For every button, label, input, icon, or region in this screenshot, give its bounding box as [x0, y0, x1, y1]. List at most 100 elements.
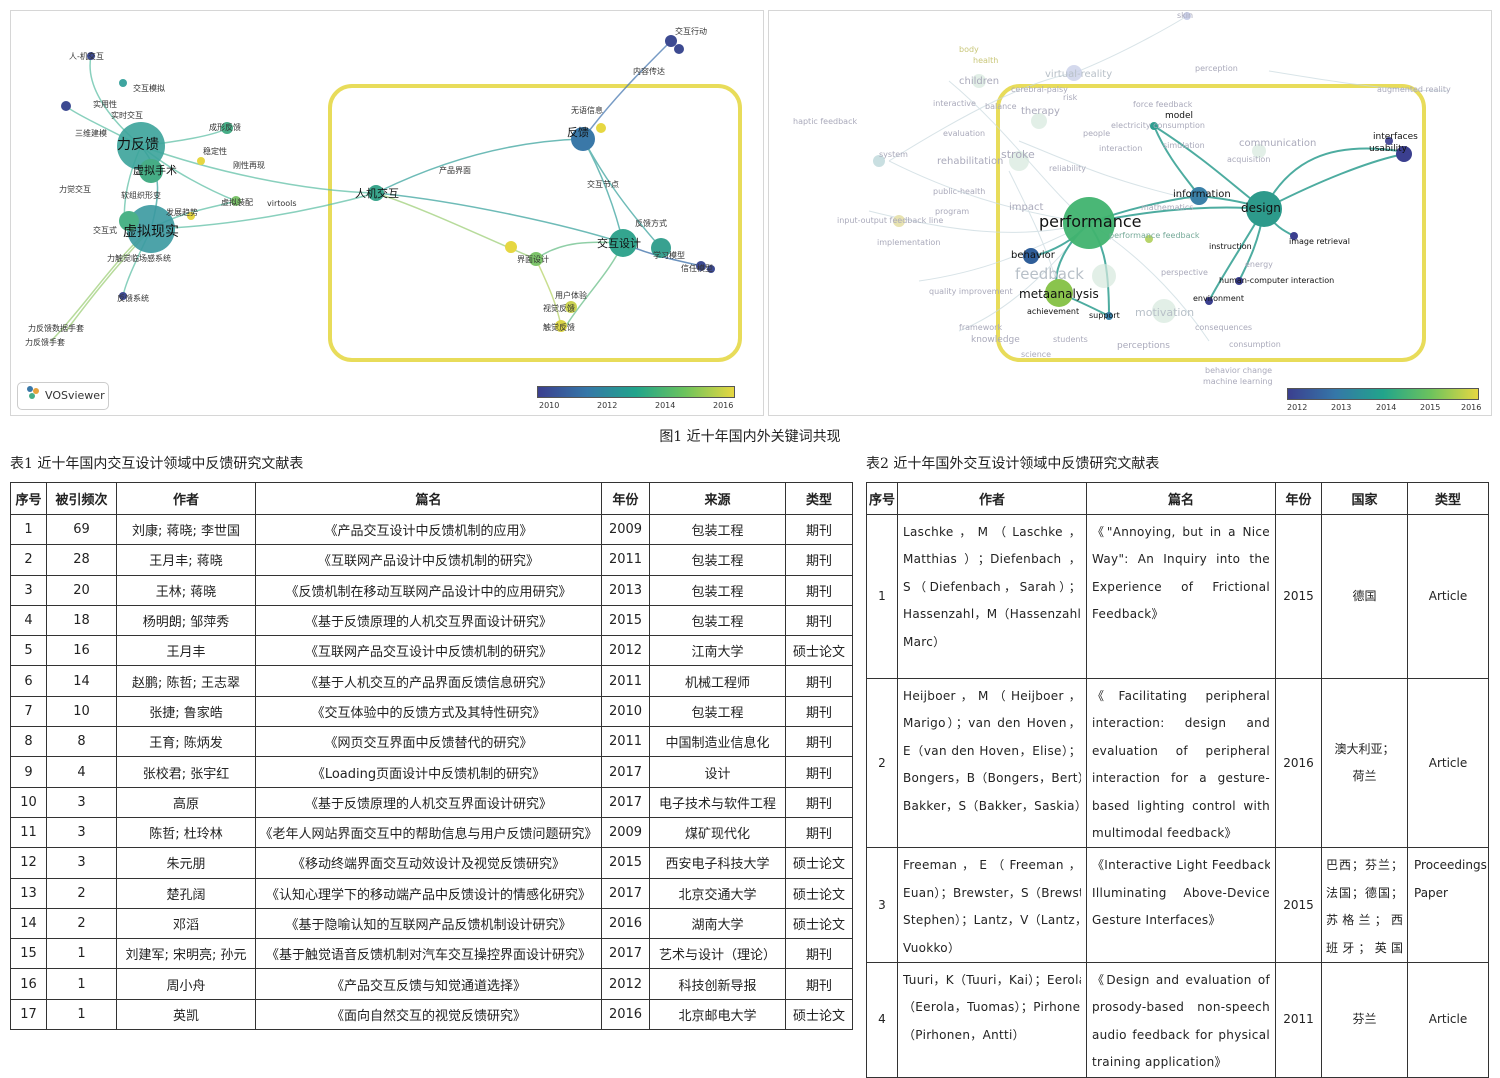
- table-cell: 煤矿现代化: [649, 816, 786, 849]
- table-cell: 2016: [601, 998, 650, 1031]
- table-cell: 《基于反馈原理的人机交互界面设计研究》: [255, 604, 602, 637]
- keyword-label: acquisition: [1227, 155, 1271, 164]
- keyword-label: 人-机交互: [69, 52, 104, 61]
- type-line: Proceedings: [1414, 858, 1487, 873]
- keyword-label: 虚拟现实: [123, 224, 179, 240]
- table-cell: 《移动终端界面交互动效设计及视觉反馈研究》: [255, 847, 602, 879]
- table-cell: 周小舟: [116, 968, 256, 1000]
- title-line: multimodal feedback》: [1092, 826, 1237, 841]
- keyword-label: 人机交互: [355, 187, 399, 200]
- table-cell: 北京邮电大学: [649, 998, 786, 1031]
- table-cell: 邓滔: [116, 907, 256, 940]
- keyword-label: program: [935, 207, 970, 216]
- keyword-label: interactive: [933, 99, 976, 108]
- keyword-label: quality improvement: [929, 287, 1013, 296]
- keyword-label: 视觉反馈: [543, 304, 575, 313]
- table-cell: 2017: [601, 938, 650, 970]
- row-number-cell: 2: [866, 677, 898, 849]
- table-cell: 11: [10, 816, 47, 849]
- table-cell: 《基于隐喻认知的互联网产品反馈机制设计研究》: [255, 907, 602, 940]
- table-cell: 17: [10, 998, 47, 1031]
- keyword-label: 用户体验: [555, 291, 587, 300]
- title-cell: 《Interactive Light Feedback:Illuminating…: [1086, 847, 1276, 964]
- title-line: interaction for a gesture-: [1092, 771, 1270, 786]
- author-line: Bakker，S（Bakker，Saskia）: [903, 798, 1081, 813]
- table-cell: 2015: [601, 604, 650, 637]
- table-cell: 硕士论文: [785, 998, 853, 1031]
- row-number-cell: 4: [866, 962, 898, 1078]
- keyword-label: instruction: [1209, 242, 1252, 251]
- table-cell: 刘建军; 宋明亮; 孙元: [116, 938, 256, 970]
- table-cell: 期刊: [785, 695, 853, 728]
- table-cell: 期刊: [785, 786, 853, 818]
- author-line: Freeman，E（Freeman，: [903, 858, 1081, 873]
- table-cell: 期刊: [785, 756, 853, 788]
- country-line: 法国；德国；: [1326, 885, 1403, 900]
- year-color-legend: 2012 2013 2014 2015 2016: [1287, 388, 1481, 416]
- table-cell: 13: [10, 877, 47, 909]
- vos-network-domestic: 人-机交互 交互模拟 实用性 实时交互 三维建模 力反馈 成形反馈 稳定性 虚拟…: [10, 10, 764, 416]
- table-cell: 3: [46, 786, 117, 818]
- author-line: Vuokko）: [903, 940, 961, 955]
- keyword-label: implementation: [877, 238, 941, 247]
- keyword-label: health: [973, 56, 999, 65]
- table-cell: 《反馈机制在移动互联网产品设计中的应用研究》: [255, 574, 602, 606]
- author-cell: Tuuri，K（Tuuri，Kai）；Eerola，T（Eerola，Tuoma…: [897, 962, 1087, 1078]
- keyword-label: machine learning: [1203, 377, 1273, 386]
- table-cell: 《Loading页面设计中反馈机制的研究》: [255, 756, 602, 788]
- keyword-label: science: [1021, 350, 1052, 359]
- country-line: 班牙；英国: [1326, 940, 1403, 955]
- type-line: Article: [1428, 1012, 1468, 1027]
- keyword-label: 交互设计: [597, 237, 641, 250]
- year-cell: 2015: [1275, 514, 1322, 679]
- row-number-cell: 1: [866, 514, 898, 679]
- keyword-label: performance: [1039, 212, 1142, 231]
- table-header-row: 序号 作者 篇名 年份 国家 类型: [866, 482, 1489, 515]
- table-cell: 赵鹏; 陈哲; 王志翠: [116, 665, 256, 697]
- table-cell: 电子技术与软件工程: [649, 786, 786, 818]
- table-cell: 期刊: [785, 544, 853, 576]
- year-color-legend: 2010 2012 2014 2016: [537, 386, 735, 414]
- author-cell: Laschke，M（Laschke，Matthias）；Diefenbach，S…: [897, 514, 1087, 679]
- year-cell: 2011: [1275, 962, 1322, 1078]
- table1-caption: 表1 近十年国内交互设计领域中反馈研究文献表: [10, 456, 304, 472]
- table-cell: 9: [10, 756, 47, 788]
- legend-tick: 2013: [1331, 403, 1352, 412]
- keyword-label: energy: [1245, 260, 1273, 269]
- table-cell: 期刊: [785, 665, 853, 697]
- vosviewer-badge: VOSviewer: [17, 382, 109, 410]
- keyword-label: 学习模型: [653, 251, 685, 260]
- keyword-label: 稳定性: [203, 147, 227, 156]
- keyword-label: consequences: [1195, 323, 1253, 332]
- column-header: 篇名: [255, 482, 602, 515]
- keyword-label: 信任模型: [681, 264, 713, 273]
- type-cell: Article: [1407, 514, 1489, 679]
- table-cell: 硕士论文: [785, 877, 853, 909]
- table-cell: 4: [46, 756, 117, 788]
- title-line: evaluation of peripheral: [1092, 743, 1270, 758]
- table-cell: 《产品交互设计中反馈机制的应用》: [255, 513, 602, 546]
- author-line: Euan）；Brewster，S（Brewster，: [903, 885, 1081, 900]
- keyword-label: achievement: [1027, 307, 1080, 316]
- keyword-label: perspective: [1161, 268, 1208, 277]
- vos-network-international: skin virtual-reality body health childre…: [768, 10, 1492, 416]
- table-cell: 3: [10, 574, 47, 606]
- table-cell: 《网页交互界面中反馈替代的研究》: [255, 726, 602, 758]
- country-line: 荷兰: [1352, 769, 1377, 784]
- type-line: Article: [1428, 755, 1468, 770]
- table-cell: 16: [10, 968, 47, 1000]
- column-header: 年份: [1275, 482, 1322, 515]
- table-cell: 2012: [601, 635, 650, 667]
- table-cell: 楚孔阔: [116, 877, 256, 909]
- table-cell: 《面向自然交互的视觉反馈研究》: [255, 998, 602, 1031]
